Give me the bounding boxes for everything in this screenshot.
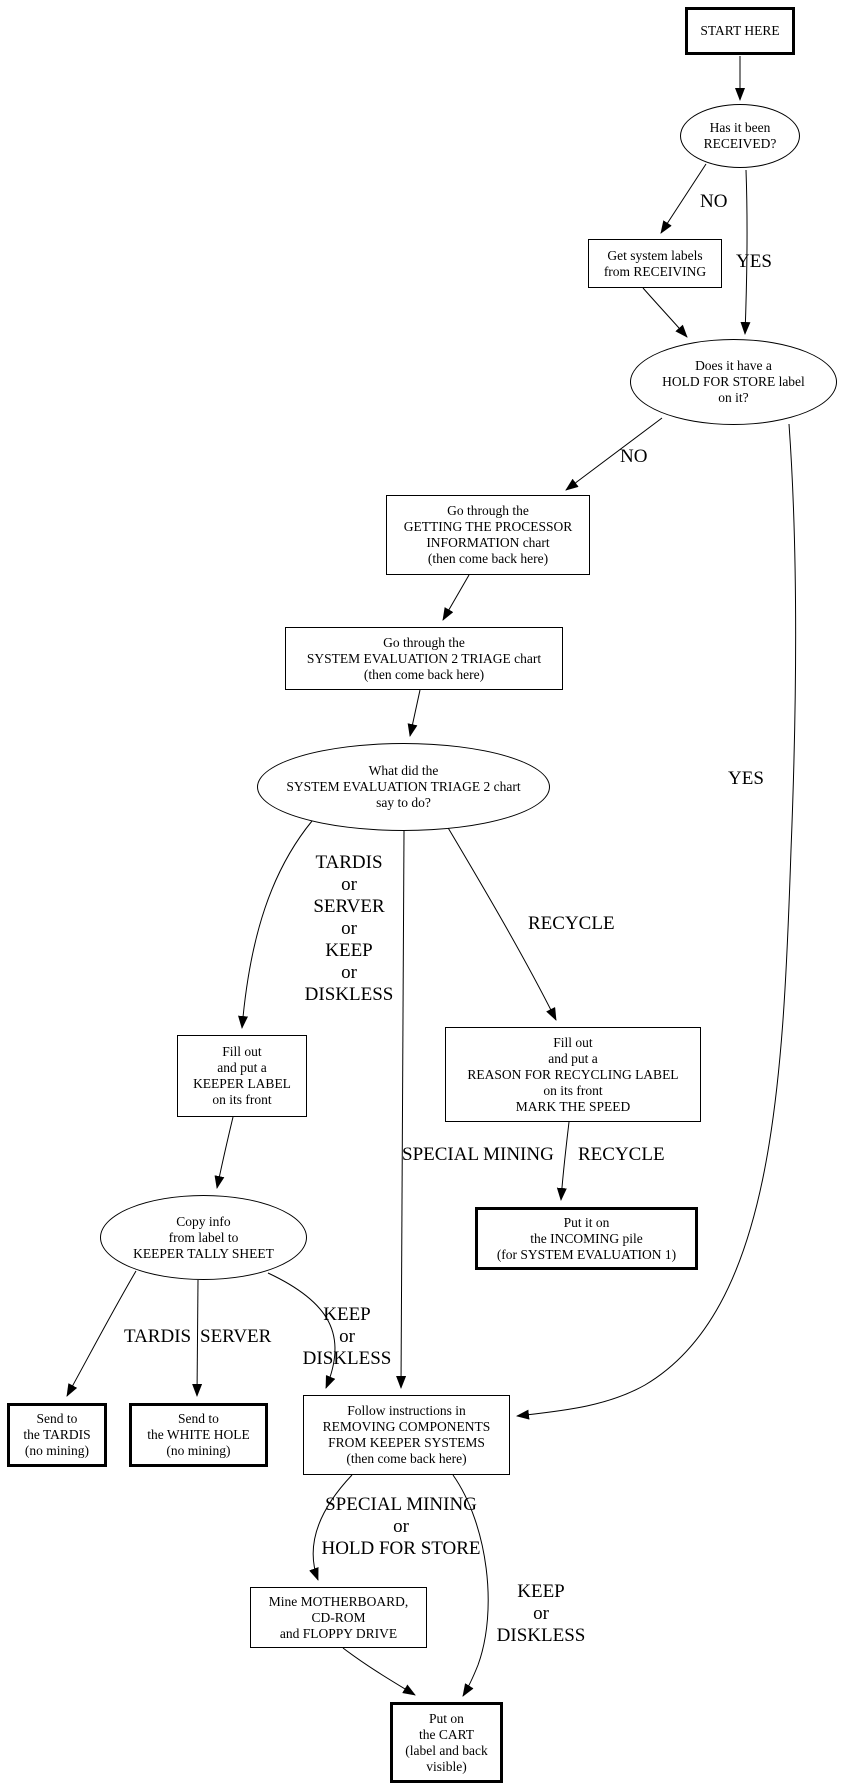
edge-getlabels-to-hold <box>642 287 688 338</box>
edge-hold-no <box>565 417 663 491</box>
node-system-evaluation-2-triage-chart: Go through the SYSTEM EVALUATION 2 TRIAG… <box>285 627 563 690</box>
node-getting-processor-information-chart: Go through the GETTING THE PROCESSOR INF… <box>386 495 590 575</box>
node-get-system-labels: Get system labels from RECEIVING <box>588 239 722 288</box>
edge-mine-to-cart <box>342 1647 416 1696</box>
edge-label-special-mining-1: SPECIAL MINING <box>402 1144 554 1165</box>
edge-label-yes-hold: YES <box>728 768 764 789</box>
edge-tally-tardis <box>66 1270 137 1397</box>
node-send-to-white-hole: Send to the WHITE HOLE (no mining) <box>129 1403 268 1467</box>
edge-whatdid-recycle <box>446 825 557 1021</box>
node-send-to-tardis: Send to the TARDIS (no mining) <box>7 1403 107 1467</box>
edge-received-yes <box>740 169 751 335</box>
edge-label-recycle-1: RECYCLE <box>528 913 615 934</box>
node-what-did-triage-say: What did the SYSTEM EVALUATION TRIAGE 2 … <box>257 743 550 831</box>
edge-label-keep-or-diskless-1: KEEP or DISKLESS <box>302 1304 392 1369</box>
node-mine-motherboard: Mine MOTHERBOARD, CD-ROM and FLOPPY DRIV… <box>250 1587 427 1648</box>
edge-whatdid-specialmining <box>396 830 407 1389</box>
edge-keeperlabel-to-tally <box>214 1116 234 1189</box>
node-keeper-tally-sheet: Copy info from label to KEEPER TALLY SHE… <box>100 1195 307 1280</box>
edge-label-keep-or-diskless-2: KEEP or DISKLESS <box>496 1581 586 1646</box>
edge-label-special-mining-or-hold: SPECIAL MINING or HOLD FOR STORE <box>321 1494 481 1559</box>
edge-processor-to-triage <box>442 574 470 621</box>
edge-hold-yes-long <box>516 423 797 1420</box>
node-reason-for-recycling-label: Fill out and put a REASON FOR RECYCLING … <box>445 1027 701 1122</box>
edge-received-no <box>660 163 707 234</box>
edge-label-tardis: TARDIS <box>124 1326 192 1347</box>
node-incoming-pile: Put it on the INCOMING pile (for SYSTEM … <box>475 1207 698 1270</box>
edge-label-no-received: NO <box>700 191 728 212</box>
edge-label-no-hold: NO <box>620 446 648 467</box>
edge-removing-specialmining-hold <box>309 1474 353 1581</box>
edge-label-yes-received: YES <box>736 251 772 272</box>
edge-label-recycle-2: RECYCLE <box>578 1144 665 1165</box>
edge-tally-keepdiskless <box>267 1272 336 1389</box>
node-removing-components: Follow instructions in REMOVING COMPONEN… <box>303 1395 510 1475</box>
edge-removing-keepdiskless <box>452 1474 489 1697</box>
edge-recycling-to-incoming <box>556 1121 570 1201</box>
edge-whatdid-keepgroup <box>238 820 313 1029</box>
edge-label-server: SERVER <box>200 1326 272 1347</box>
node-hold-for-store-label: Does it have a HOLD FOR STORE label on i… <box>630 339 837 425</box>
node-start-here: START HERE <box>685 7 795 55</box>
edge-triage-to-whatdid <box>407 689 421 737</box>
node-keeper-label: Fill out and put a KEEPER LABEL on its f… <box>177 1035 307 1117</box>
edge-tally-server <box>192 1279 203 1397</box>
node-has-it-been-received: Has it been RECEIVED? <box>680 104 800 168</box>
edge-label-tardis-server-keep-diskless: TARDIS or SERVER or KEEP or DISKLESS <box>304 852 394 1005</box>
node-put-on-cart: Put on the CART (label and back visible) <box>390 1702 503 1783</box>
